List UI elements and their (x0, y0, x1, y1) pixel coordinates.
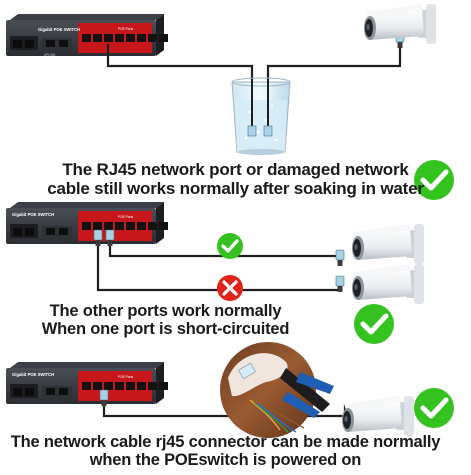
panel-powered-crimping: Gigabit POE SWITCH POE Ports (6, 342, 454, 438)
caption-short-circuit: The other ports work normally When one p… (0, 302, 401, 339)
ip-camera (342, 396, 414, 436)
x-circle-icon (217, 275, 243, 301)
switch-brand-label: Gigabit POE SWITCH (12, 372, 54, 377)
check-circle-icon (414, 388, 454, 428)
crimping-tool-photo (220, 342, 334, 438)
switch-brand-label: Gigabit POE SWITCH (38, 27, 80, 32)
panel-water-test: Gigabit POE SWITCH POE Ports UPLINK (6, 4, 454, 200)
switch-brand-label: Gigabit POE SWITCH (12, 212, 54, 217)
uplink-label: UPLINK (44, 53, 56, 57)
caption-line: The network cable rj45 connector can be … (10, 433, 441, 451)
rj45-plug (335, 249, 345, 267)
caption-powered: The network cable rj45 connector can be … (0, 433, 461, 470)
poe-ports-label: POE Ports (118, 215, 133, 219)
network-cable (266, 44, 402, 80)
ip-camera (352, 264, 424, 304)
network-cable (106, 44, 254, 80)
check-circle-icon (414, 160, 454, 200)
ip-camera (352, 224, 424, 264)
caption-line: The RJ45 network port or damaged network (62, 160, 409, 179)
caption-line: cable still works normally after soaking… (47, 179, 424, 199)
caption-line: when the POEswitch is powered on (89, 451, 362, 470)
check-circle-icon (217, 233, 243, 259)
water-glass-icon (231, 77, 291, 155)
poe-ports-label: POE Ports (118, 27, 133, 31)
check-circle-icon (354, 304, 394, 344)
panel-short-circuit: Gigabit POE SWITCH POE Ports (6, 202, 424, 344)
poe-ports-label: POE Ports (118, 375, 133, 379)
caption-water-test: The RJ45 network port or damaged network… (0, 160, 471, 198)
caption-line: When one port is short-circuited (41, 320, 290, 339)
caption-line: The other ports work normally (49, 302, 282, 320)
